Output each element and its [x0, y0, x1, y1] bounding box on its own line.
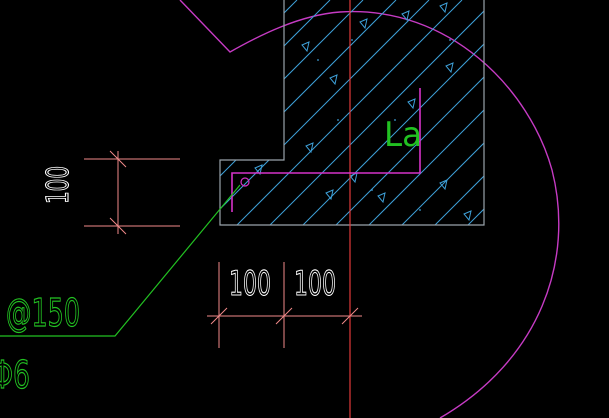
- horizontal-dimension-right-text: 100: [294, 264, 336, 304]
- hatch-line: [220, 0, 364, 225]
- aggregate-dot: [419, 209, 421, 211]
- hatch-line: [552, 0, 609, 240]
- aggregate-mark: [407, 98, 416, 110]
- aggregate-dot: [394, 119, 396, 121]
- aggregate-mark: [377, 192, 386, 204]
- aggregate-dot: [317, 59, 319, 61]
- aggregate-dot: [337, 119, 339, 121]
- detail-circle: [179, 0, 560, 418]
- hatch-line: [386, 0, 484, 225]
- hatch-line: [353, 0, 484, 225]
- vertical-dimension: [84, 150, 180, 235]
- aggregate-mark: [463, 210, 472, 222]
- hatch-line: [585, 0, 609, 240]
- aggregate-mark: [254, 164, 263, 176]
- aggregate-mark: [349, 172, 358, 184]
- hatch-line: [519, 0, 609, 240]
- aggregate-mark: [445, 62, 454, 74]
- anchor-length-label: La: [384, 115, 422, 155]
- concrete-hatch: [0, 0, 609, 240]
- concrete-section-outline: [219, 0, 485, 226]
- horizontal-dimension: [207, 262, 362, 348]
- aggregate-dot: [371, 189, 373, 191]
- aggregate-mark: [359, 18, 368, 30]
- hatch-line: [320, 0, 484, 225]
- rebar-section-circle: [240, 177, 250, 187]
- horizontal-dimension-left-text: 100: [229, 264, 271, 304]
- aggregate-dot: [351, 39, 353, 41]
- hatch-line: [486, 0, 609, 240]
- aggregate-mark: [401, 10, 410, 22]
- aggregate-dot: [449, 39, 451, 41]
- hatch-line: [220, 0, 430, 225]
- vertical-dimension-text: 100: [41, 166, 76, 204]
- hatch-line: [220, 0, 397, 225]
- rebar-hook: [231, 88, 421, 212]
- hatch-line: [0, 0, 33, 240]
- hatch-line: [0, 0, 165, 240]
- hatch-line: [220, 0, 232, 225]
- aggregate-mark: [329, 74, 338, 86]
- aggregate-mark: [439, 2, 448, 14]
- hatch-line: [254, 0, 484, 225]
- concrete-aggregate-marks: [254, 2, 472, 222]
- hatch-line: [419, 0, 484, 225]
- rebar-size-label: Φ6: [0, 353, 30, 397]
- hatch-line: [221, 0, 463, 225]
- hatch-line: [220, 0, 331, 225]
- aggregate-mark: [301, 41, 310, 53]
- hatch-line: [287, 0, 484, 225]
- hatch-line: [0, 0, 198, 240]
- aggregate-mark: [305, 142, 314, 154]
- rebar-spacing-label: @150: [6, 291, 80, 335]
- leader-line: [0, 184, 241, 337]
- aggregate-mark: [325, 189, 334, 201]
- aggregate-mark: [439, 179, 448, 191]
